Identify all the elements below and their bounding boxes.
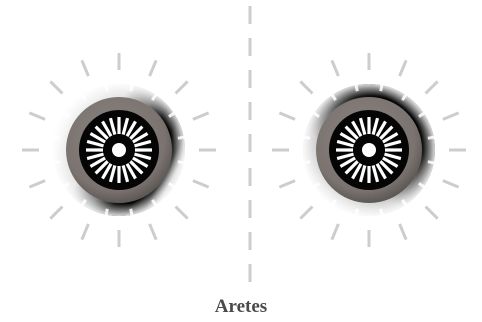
caption: Aretes <box>0 296 482 319</box>
outer-tick <box>300 207 312 219</box>
outer-tick <box>443 113 459 120</box>
outer-tick <box>426 81 438 93</box>
outer-tick <box>150 224 157 240</box>
outer-tick <box>176 207 188 219</box>
earring-right <box>272 53 466 247</box>
outer-tick <box>50 81 62 93</box>
outer-tick <box>82 224 89 240</box>
outer-tick <box>29 113 45 120</box>
outer-tick <box>279 181 295 188</box>
center-dot <box>362 143 376 157</box>
outer-tick <box>400 60 407 76</box>
outer-tick <box>400 224 407 240</box>
outer-tick <box>29 181 45 188</box>
outer-tick <box>426 207 438 219</box>
outer-tick <box>332 60 339 76</box>
outer-tick <box>50 207 62 219</box>
outer-tick <box>150 60 157 76</box>
outer-tick <box>82 60 89 76</box>
outer-tick <box>300 81 312 93</box>
earring-left <box>22 53 216 247</box>
outer-tick <box>443 181 459 188</box>
outer-tick <box>193 181 209 188</box>
outer-tick <box>279 113 295 120</box>
outer-tick <box>332 224 339 240</box>
center-dot <box>112 143 126 157</box>
outer-tick <box>193 113 209 120</box>
outer-tick <box>176 81 188 93</box>
